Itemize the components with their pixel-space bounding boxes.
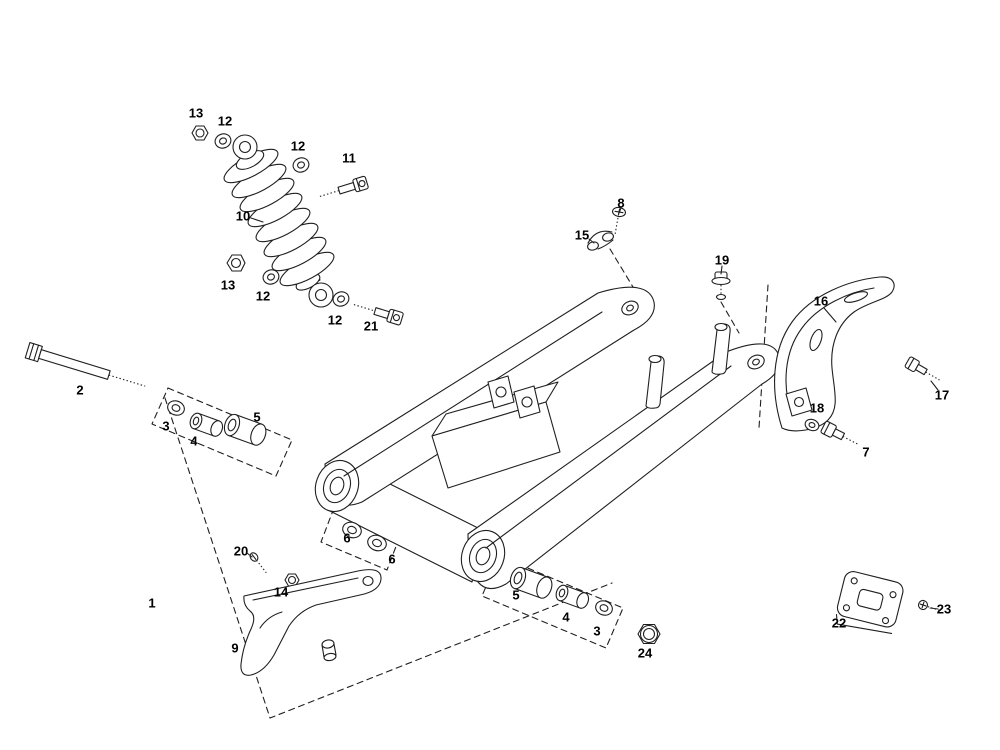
bolt-21: [353, 304, 404, 326]
shock-absorber: [223, 134, 335, 308]
clip-15: [587, 230, 614, 251]
shock-bottom-eyelet: [308, 282, 334, 308]
upper-arm-edge-line: [343, 311, 603, 477]
washer-6-a: [342, 521, 362, 539]
spacer-5-right: [509, 566, 553, 599]
bolt-11: [319, 175, 369, 197]
washer-6-b: [367, 534, 387, 552]
washer-3-right: [595, 600, 613, 616]
lower-arm-tip-hole: [747, 354, 765, 370]
lower-arm-edge-line: [485, 365, 732, 549]
spacer-5-left: [223, 413, 267, 446]
washer-12-b: [292, 157, 310, 173]
chain-guard: [774, 276, 895, 432]
leader-lines: [246, 207, 939, 610]
guard-mount-post-rear: [711, 322, 731, 375]
nut-13-bottom: [226, 254, 246, 272]
screw-23: [917, 599, 940, 611]
part-19: [711, 271, 731, 301]
nut-24: [637, 623, 661, 645]
nut-13-top: [191, 125, 209, 141]
bolt-2: [24, 341, 146, 387]
chain-slider: [240, 569, 382, 676]
washer-12-a: [214, 133, 232, 149]
screw-20: [249, 552, 267, 574]
swingarm: [314, 286, 781, 590]
washer-12-d: [332, 291, 350, 307]
guard-mount-post-front: [645, 354, 665, 409]
slider-stud: [321, 639, 337, 662]
washer-18: [804, 418, 820, 432]
shock-mount-tabs: [487, 375, 541, 419]
shock-top-eyelet: [232, 134, 258, 160]
upper-arm-tip-hole: [621, 300, 639, 316]
pivot-bushing-right: [460, 529, 506, 583]
bolt-17: [904, 356, 940, 381]
bolt-7: [820, 420, 860, 446]
cross-brace-face: [431, 401, 561, 489]
washer-3-left: [167, 400, 185, 416]
bushing-4-right: [555, 584, 590, 609]
washer-12-c: [262, 269, 280, 285]
bracket-22: [835, 571, 904, 635]
pivot-bushing-left: [314, 459, 360, 513]
bushing-4-left: [189, 412, 224, 437]
